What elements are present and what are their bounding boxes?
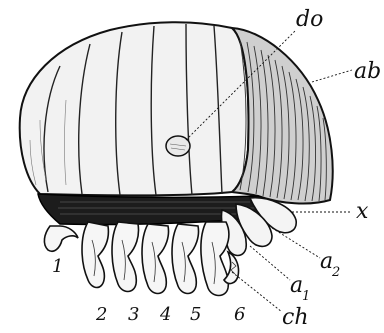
dorsal-shield <box>20 22 333 203</box>
leg-1 <box>44 226 78 251</box>
label-do: do <box>296 7 323 32</box>
label-ab: ab <box>354 59 381 84</box>
chela <box>224 252 239 283</box>
leg-number-3: 3 <box>128 304 139 325</box>
leg-number-5: 5 <box>190 304 201 325</box>
label-x: x <box>356 199 369 224</box>
label-a2-subscript: 2 <box>331 265 340 280</box>
label-a1-subscript: 1 <box>302 289 310 304</box>
leg-number-6: 6 <box>234 304 245 325</box>
leg-number-2: 2 <box>95 304 107 325</box>
label-ch: ch <box>282 305 309 330</box>
legs <box>44 222 238 296</box>
leg-number-1: 1 <box>52 256 63 277</box>
leg-number-4: 4 <box>159 304 171 325</box>
